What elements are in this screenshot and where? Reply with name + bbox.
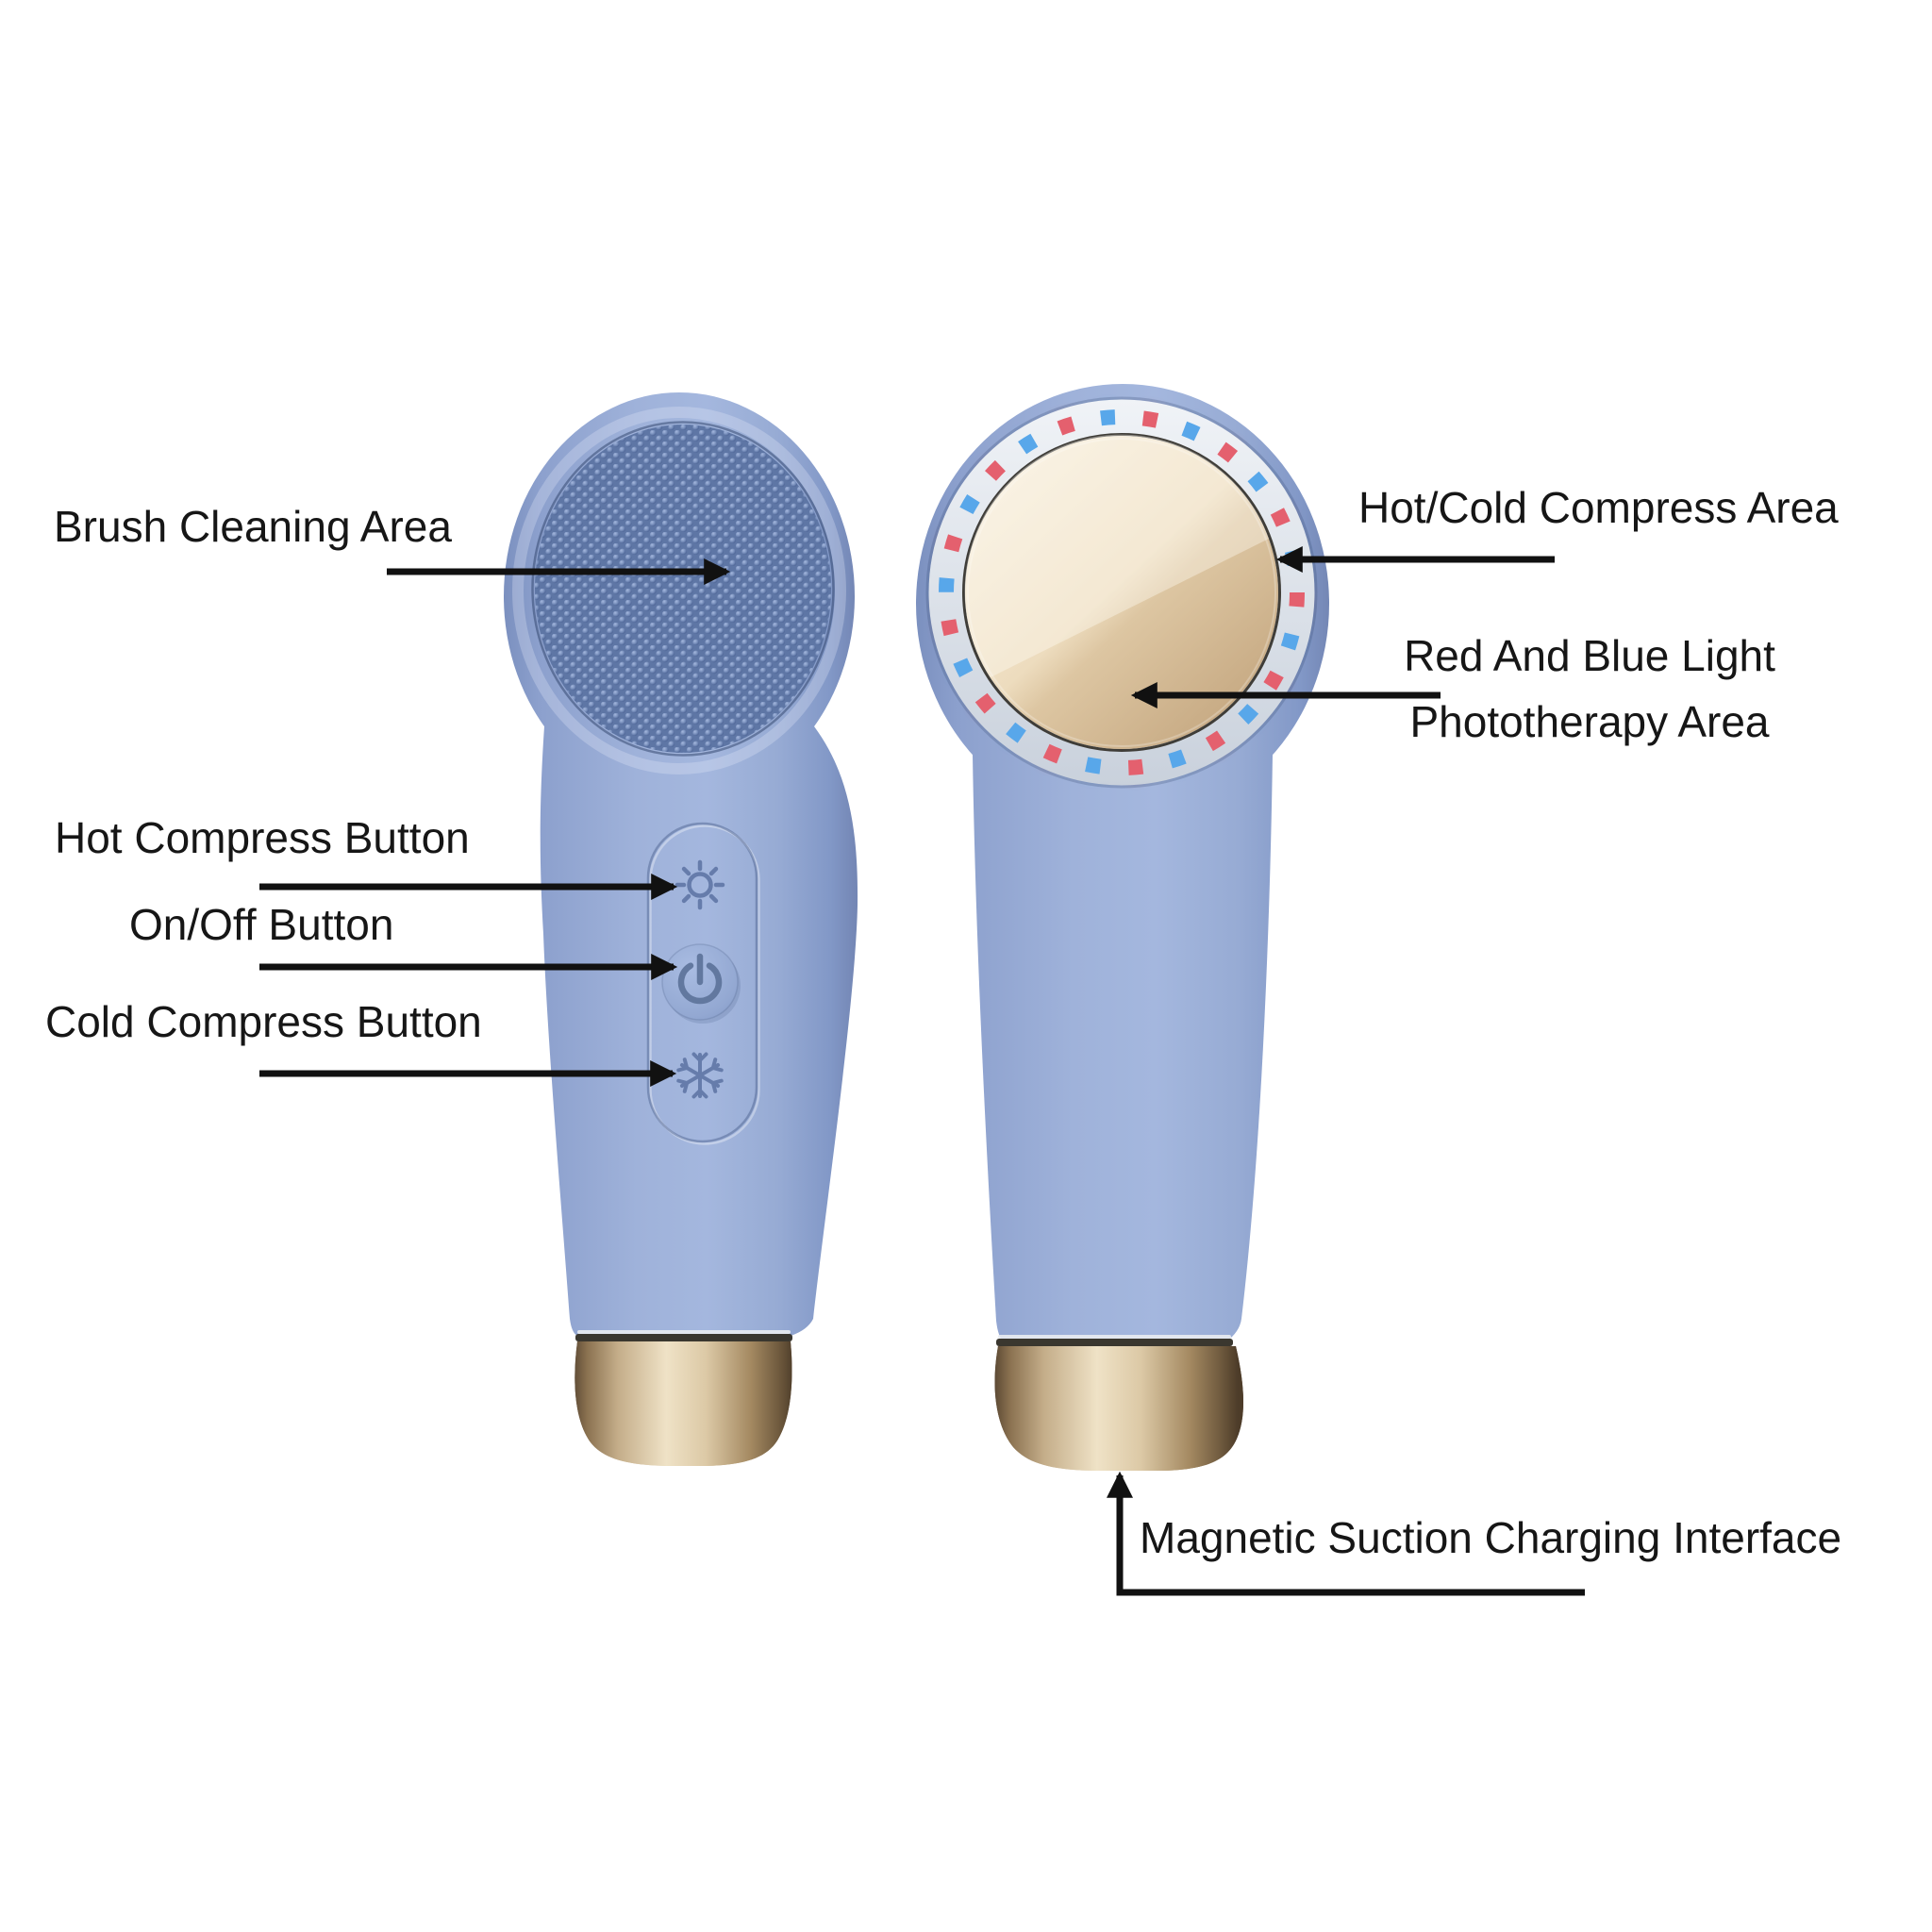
red-leds bbox=[939, 409, 1305, 775]
plate-inner-highlight bbox=[967, 438, 1276, 747]
label-phototherapy-area: Red And Blue Light Phototherapy Area bbox=[1377, 623, 1802, 755]
annotation-arrows bbox=[259, 546, 1585, 1596]
label-brush-cleaning-area: Brush Cleaning Area bbox=[54, 502, 452, 551]
red-blue-led-ring bbox=[939, 409, 1305, 775]
plate-sheen bbox=[964, 434, 1269, 677]
label-hot-cold-compress-area: Hot/Cold Compress Area bbox=[1358, 483, 1839, 532]
device-back-view bbox=[916, 384, 1329, 1471]
panel-outline-highlight bbox=[649, 824, 760, 1145]
back-base-seam bbox=[996, 1339, 1233, 1346]
sun-icon bbox=[677, 862, 723, 908]
label-hot-compress-button: Hot Compress Button bbox=[55, 813, 470, 862]
device-front-view bbox=[504, 392, 858, 1466]
front-handle bbox=[540, 726, 858, 1336]
arrow-magnetic-charging bbox=[1107, 1471, 1585, 1596]
label-phototherapy-line2: Phototherapy Area bbox=[1409, 697, 1770, 746]
back-handle bbox=[973, 755, 1273, 1341]
label-cold-compress-button: Cold Compress Button bbox=[45, 997, 482, 1046]
back-base-seam-highlight bbox=[998, 1335, 1231, 1339]
front-base-seam bbox=[575, 1334, 792, 1341]
label-magnetic-charging: Magnetic Suction Charging Interface bbox=[1140, 1513, 1842, 1562]
panel-outline bbox=[646, 822, 758, 1143]
button-panel bbox=[646, 822, 760, 1145]
front-base-seam-highlight bbox=[577, 1330, 791, 1334]
label-on-off-button: On/Off Button bbox=[129, 900, 394, 949]
brush-cleaning-area bbox=[535, 425, 831, 753]
brush-rim-highlight bbox=[512, 407, 846, 774]
brush-edge-ring bbox=[531, 421, 835, 757]
power-button bbox=[661, 943, 741, 1024]
plate-dark-edge bbox=[962, 433, 1281, 752]
hot-cold-compress-plate bbox=[965, 436, 1278, 749]
power-icon bbox=[677, 953, 723, 1005]
label-phototherapy-line1: Red And Blue Light bbox=[1404, 631, 1775, 680]
ring-outer-edge bbox=[925, 396, 1318, 789]
